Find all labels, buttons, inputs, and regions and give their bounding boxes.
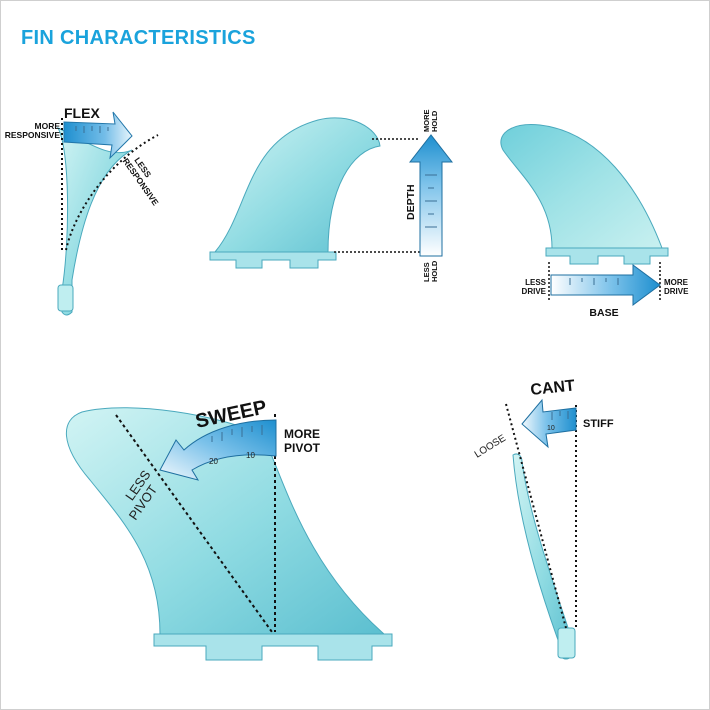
flex-fin-profile: [56, 126, 133, 316]
flex-arrow: [63, 111, 133, 160]
cant-stiff-label: STIFF: [583, 418, 614, 430]
cant-arrow-ticks: [551, 411, 569, 420]
depth-more-line1: MORE: [422, 110, 431, 133]
sweep-panel: 10 20 SWEEP MORE PIVOT LESS PIVOT: [66, 396, 393, 661]
depth-arrow-ticks: [425, 174, 437, 228]
base-label: BASE: [589, 307, 618, 319]
base-less-line2: DRIVE: [522, 287, 547, 296]
depth-fin-tabs: [209, 251, 337, 269]
flex-label: FLEX: [64, 105, 100, 121]
sweep-arrow: [159, 419, 277, 481]
depth-panel: DEPTH MORE HOLD LESS HOLD: [209, 110, 454, 282]
depth-fin: [213, 117, 381, 253]
base-fin-tabs: [545, 247, 669, 265]
sweep-diagonal-guide: [115, 414, 273, 633]
flex-more-line2: RESPONSIVE: [5, 130, 61, 140]
base-fin: [500, 124, 663, 249]
sweep-more-line2: PIVOT: [284, 441, 321, 455]
base-less-line1: LESS: [525, 278, 547, 287]
flex-more-line1: MORE: [35, 121, 61, 131]
depth-more-line2: HOLD: [430, 110, 439, 132]
cant-angled-guide: [505, 403, 567, 629]
base-panel: LESS DRIVE MORE DRIVE BASE: [500, 124, 689, 319]
cant-label: CANT: [530, 377, 576, 399]
flex-arrow-ticks: [75, 126, 109, 133]
cant-fin-base: [557, 627, 576, 659]
page-title: FIN CHARACTERISTICS: [21, 27, 256, 49]
sweep-scale-10: 10: [246, 451, 255, 460]
sweep-scale-20: 20: [209, 457, 218, 466]
cant-scale-10: 10: [547, 425, 555, 432]
base-more-line1: MORE: [664, 278, 689, 287]
depth-label: DEPTH: [405, 184, 417, 220]
depth-less-line1: LESS: [422, 262, 431, 282]
flex-less-label: LESS RESPONSIVE: [121, 155, 161, 207]
depth-arrow: [408, 134, 454, 257]
flex-fin-base: [57, 284, 74, 312]
sweep-more-line1: MORE: [284, 427, 320, 441]
cant-arrow: [521, 398, 577, 449]
cant-panel: 10 CANT STIFF LOOSE: [473, 377, 614, 660]
base-arrow: [550, 264, 661, 306]
cant-loose-label: LOOSE: [473, 433, 508, 461]
base-arrow-ticks: [569, 278, 619, 285]
flex-curve-guide: [65, 134, 159, 251]
flex-panel: FLEX MORE RESPONSIVE LESS RESPONSIVE: [5, 105, 161, 316]
sweep-arrow-ticks: [211, 425, 263, 442]
depth-less-line2: HOLD: [430, 260, 439, 282]
base-more-line2: DRIVE: [664, 287, 689, 296]
sweep-fin-tabs: [153, 633, 393, 661]
sweep-fin: [66, 407, 386, 635]
